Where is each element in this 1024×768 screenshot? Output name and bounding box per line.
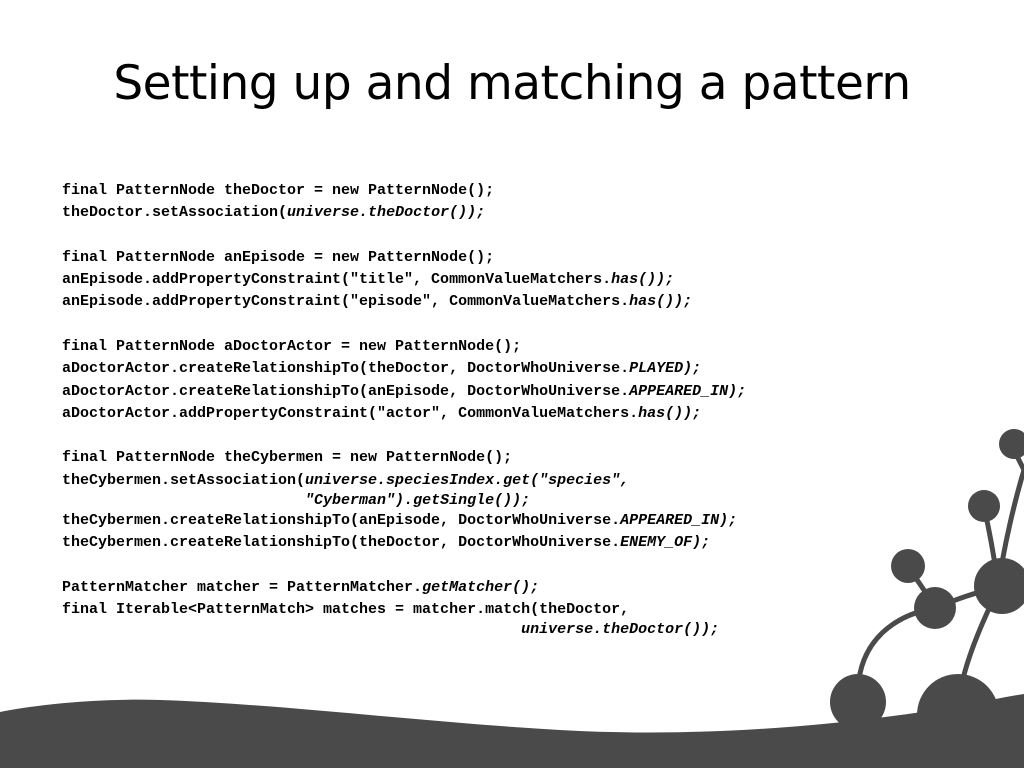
code-line: "Cyberman").getSingle());: [62, 492, 962, 510]
code-italic-segment: has());: [638, 404, 702, 422]
code-segment: [62, 621, 521, 638]
code-line: PatternMatcher matcher = PatternMatcher.…: [62, 577, 962, 599]
code-blank-line: [62, 314, 962, 337]
code-line: theCybermen.createRelationshipTo(anEpiso…: [62, 510, 962, 532]
code-line: aDoctorActor.createRelationshipTo(anEpis…: [62, 381, 962, 403]
code-segment: aDoctorActor.addPropertyConstraint("acto…: [62, 404, 639, 422]
code-segment: final PatternNode theDoctor = new Patter…: [62, 182, 495, 199]
code-line: final PatternNode theCybermen = new Patt…: [62, 447, 962, 469]
code-segment: final PatternNode theCybermen = new Patt…: [62, 449, 513, 467]
code-italic-segment: ENEMY_OF);: [620, 534, 711, 552]
slide-title: Setting up and matching a pattern: [113, 56, 911, 111]
code-italic-segment: universe.speciesIndex.get("species",: [305, 471, 630, 489]
code-segment: theDoctor.setAssociation(: [62, 204, 288, 222]
code-segment: final Iterable<PatternMatch> matches = m…: [62, 601, 630, 618]
code-line: theDoctor.setAssociation(universe.theDoc…: [62, 202, 962, 224]
code-segment: PatternMatcher matcher = PatternMatcher.: [62, 578, 423, 596]
code-segment: theCybermen.createRelationshipTo(anEpiso…: [62, 511, 621, 529]
code-segment: final PatternNode aDoctorActor = new Pat…: [62, 338, 522, 356]
code-italic-segment: "Cyberman").getSingle());: [305, 491, 531, 509]
code-segment: aDoctorActor.createRelationshipTo(anEpis…: [62, 382, 630, 400]
code-blank-line: [62, 425, 962, 448]
code-segment: theCybermen.createRelationshipTo(theDoct…: [62, 534, 621, 552]
code-line: anEpisode.addPropertyConstraint("title",…: [62, 269, 962, 291]
code-italic-segment: PLAYED);: [629, 360, 702, 378]
code-blank-line: [62, 554, 962, 577]
code-segment: theCybermen.setAssociation(: [62, 471, 306, 489]
code-italic-segment: getMatcher();: [422, 578, 540, 596]
code-italic-segment: has());: [629, 293, 693, 311]
code-italic-segment: universe.theDoctor());: [521, 621, 720, 639]
code-block: final PatternNode theDoctor = new Patter…: [62, 180, 962, 639]
code-segment: anEpisode.addPropertyConstraint("episode…: [62, 293, 630, 311]
code-line: universe.theDoctor());: [62, 621, 962, 639]
code-line: final PatternNode aDoctorActor = new Pat…: [62, 336, 962, 358]
code-italic-segment: has());: [611, 271, 675, 289]
code-segment: [62, 492, 305, 509]
code-line: final Iterable<PatternMatch> matches = m…: [62, 599, 962, 621]
code-line: final PatternNode anEpisode = new Patter…: [62, 247, 962, 269]
code-italic-segment: universe.theDoctor());: [287, 204, 486, 222]
code-line: aDoctorActor.createRelationshipTo(theDoc…: [62, 358, 962, 380]
code-italic-segment: APPEARED_IN);: [629, 382, 747, 400]
code-segment: final PatternNode anEpisode = new Patter…: [62, 248, 495, 266]
code-italic-segment: APPEARED_IN);: [620, 511, 738, 529]
code-line: theCybermen.setAssociation(universe.spec…: [62, 470, 962, 492]
code-line: theCybermen.createRelationshipTo(theDoct…: [62, 532, 962, 554]
code-blank-line: [62, 224, 962, 247]
code-segment: aDoctorActor.createRelationshipTo(theDoc…: [62, 360, 630, 378]
code-line: anEpisode.addPropertyConstraint("episode…: [62, 291, 962, 313]
code-line: final PatternNode theDoctor = new Patter…: [62, 180, 962, 202]
code-line: aDoctorActor.addPropertyConstraint("acto…: [62, 403, 962, 425]
code-segment: anEpisode.addPropertyConstraint("title",…: [62, 271, 612, 289]
